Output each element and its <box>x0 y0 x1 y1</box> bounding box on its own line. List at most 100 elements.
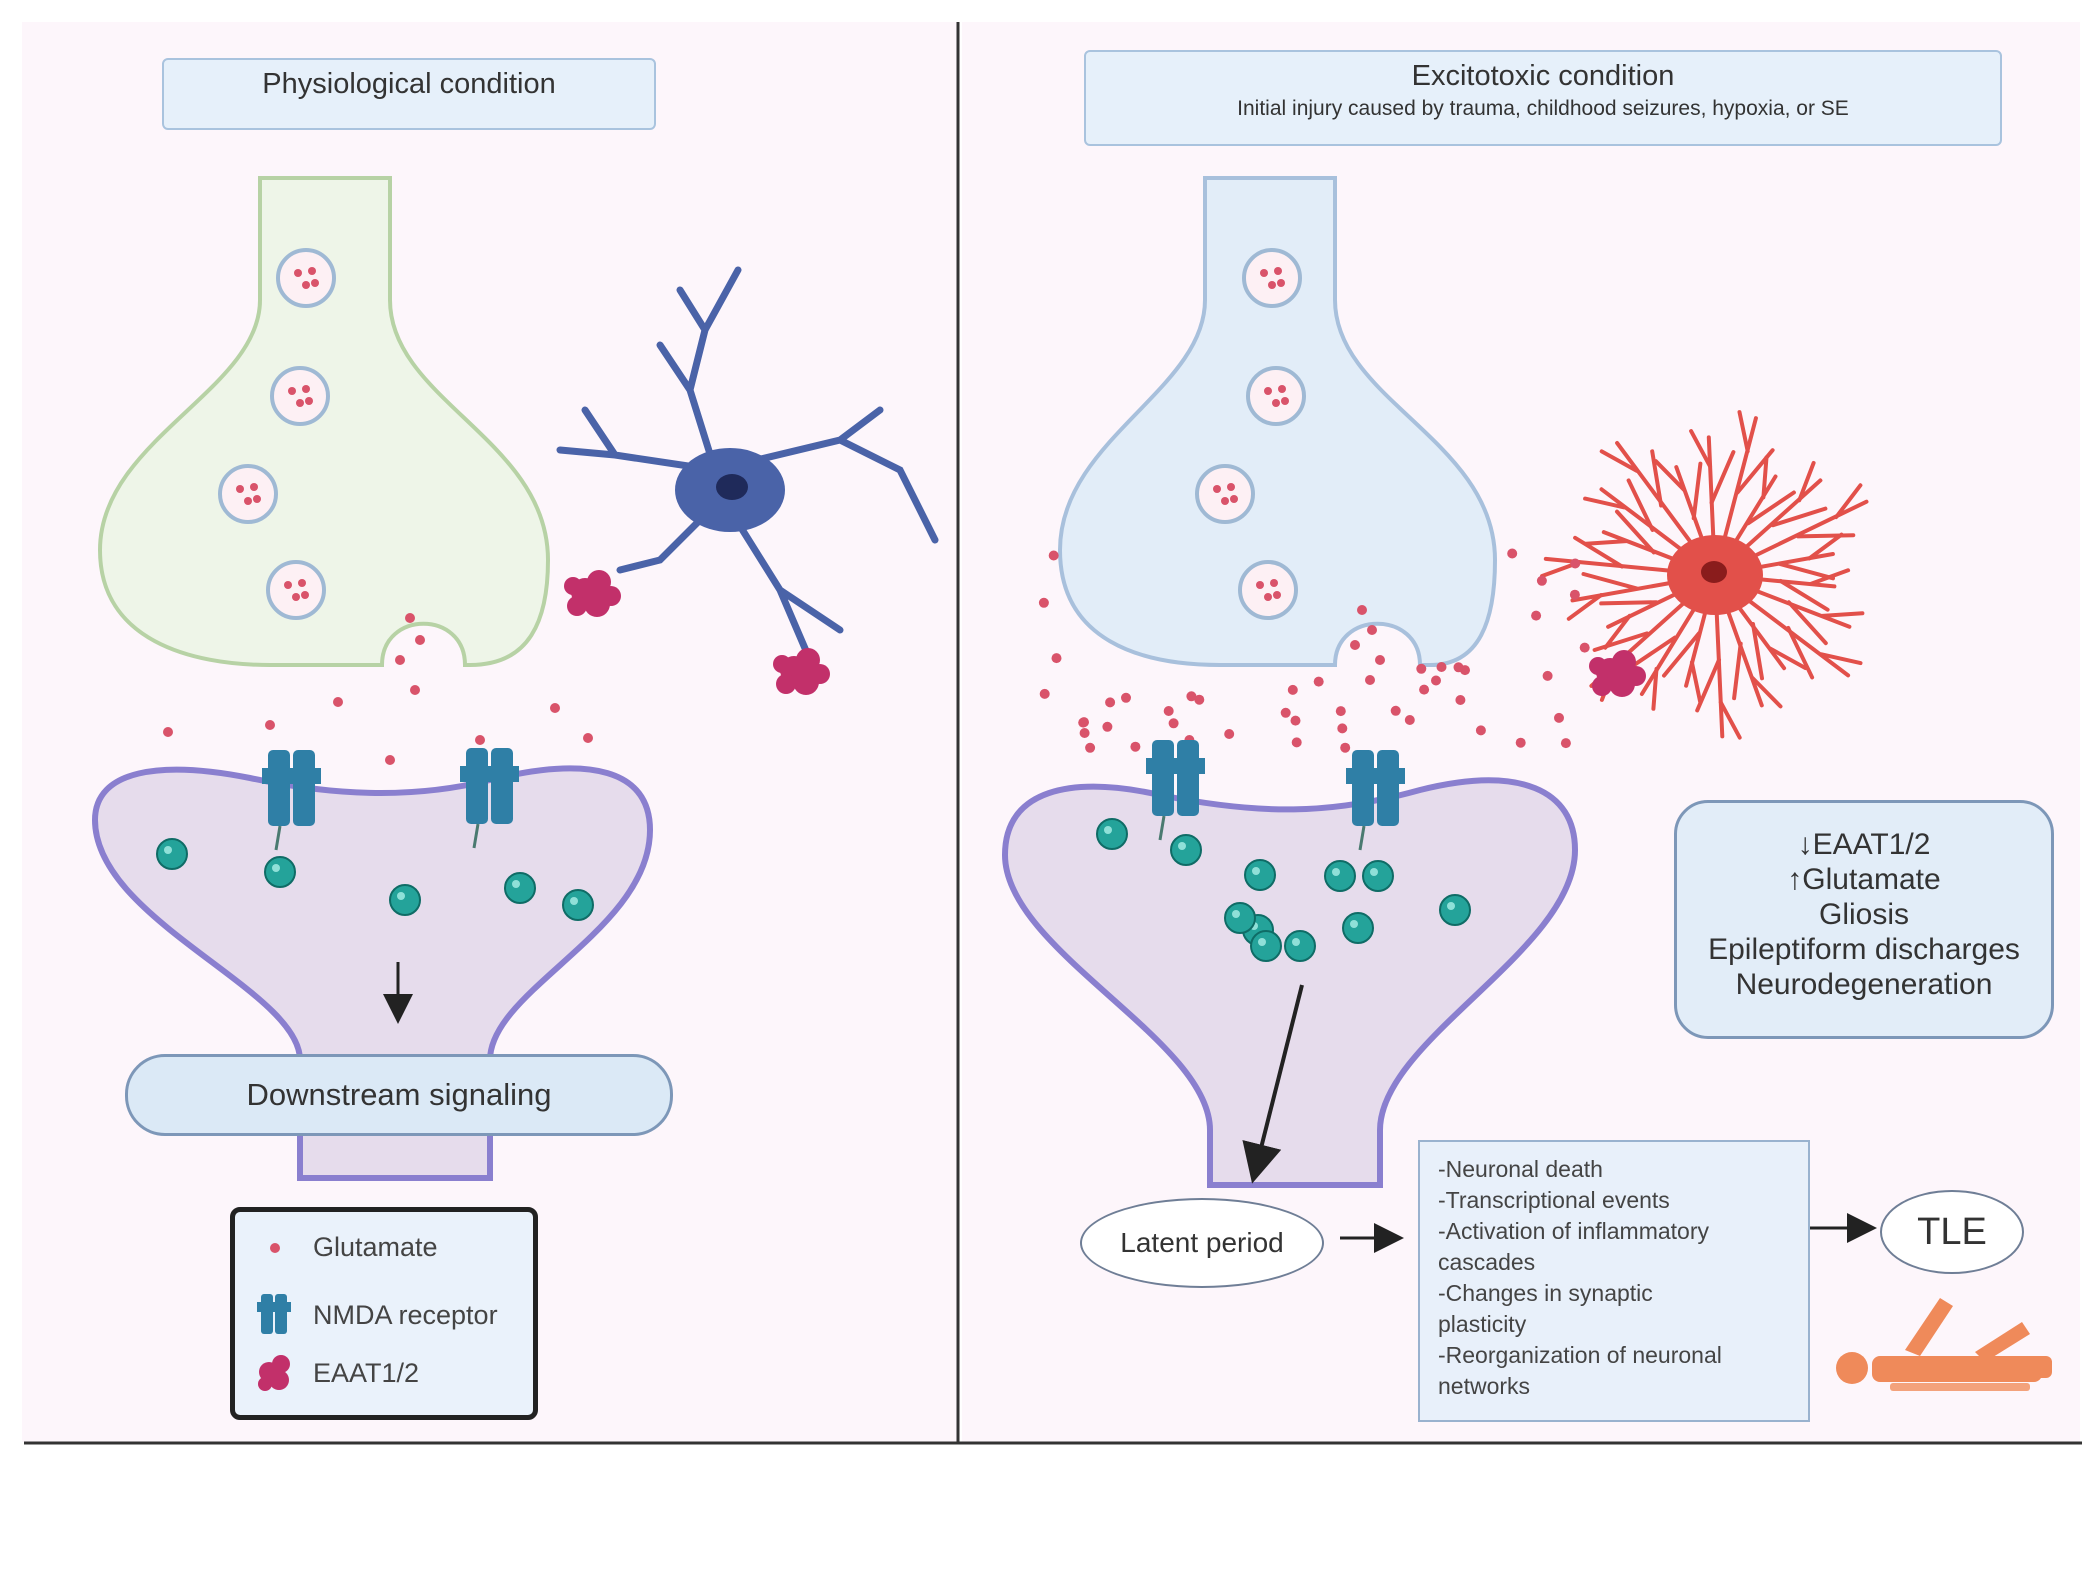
nmda-receptor-band <box>460 766 519 782</box>
glutamate-dot <box>1531 610 1542 621</box>
glutamate-dot <box>1350 640 1360 650</box>
glutamate-dot <box>284 581 292 589</box>
nmda-receptor-subunit <box>293 750 315 826</box>
glutamate-dot <box>1048 550 1059 561</box>
astrocyte-process <box>1786 600 1828 646</box>
glutamate-dot <box>288 387 296 395</box>
calcium-ion <box>1250 930 1282 962</box>
astrocyte-process <box>1737 410 1750 454</box>
glutamate-dot <box>1431 675 1441 686</box>
effect-epileptiform: Epileptiform discharges <box>1708 933 2020 966</box>
astrocyte-process <box>1581 572 1639 591</box>
glutamate-dot <box>1038 597 1049 608</box>
glutamate-dot <box>1515 737 1526 748</box>
glutamate-dot <box>250 483 258 491</box>
astrocyte-process <box>1627 635 1677 671</box>
glutamate-dot <box>1278 385 1286 393</box>
glutamate-dot <box>395 655 405 665</box>
calcium-ion <box>156 838 188 870</box>
glutamate-dot <box>308 267 316 275</box>
astrocyte-process <box>1786 625 1815 680</box>
glutamate-dot <box>1186 691 1197 702</box>
glutamate-dot <box>311 279 319 287</box>
glutamate-dot <box>1290 715 1301 726</box>
left-panel-background <box>22 22 957 1442</box>
legend-row-glutamate: Glutamate <box>313 1232 438 1263</box>
astrocyte-process <box>1689 660 1703 704</box>
astrocyte-process <box>1626 478 1655 532</box>
glutamate-dot <box>410 685 420 695</box>
glutamate-dot <box>405 613 415 623</box>
calcium-ion <box>1244 859 1276 891</box>
glutamate-dot <box>1357 605 1367 615</box>
calcium-ion <box>562 889 594 921</box>
glutamate-dot <box>1163 706 1174 716</box>
glutamate-dot <box>1194 694 1205 705</box>
glutamate-dot <box>1291 737 1302 748</box>
glutamate-dot <box>305 397 313 405</box>
nmda-receptor-subunit <box>491 748 513 824</box>
eaat-cluster <box>773 648 830 695</box>
eaat-unit <box>776 674 796 694</box>
astrocyte-process <box>1797 461 1816 503</box>
astrocyte-process <box>1751 622 1764 681</box>
right-panel-title: Excitotoxic condition <box>1411 60 1675 92</box>
astrocyte-process <box>1662 631 1702 678</box>
consequence-item: -Reorganization of neuronal <box>1438 1342 1722 1368</box>
downstream-signaling-label: Downstream signaling <box>125 1054 673 1136</box>
calcium-ion-highlight <box>397 892 405 900</box>
glutamate-dot <box>1085 742 1096 753</box>
glutamate-dot <box>1273 591 1281 599</box>
calcium-ion <box>1170 834 1202 866</box>
legend-eaat-label: EAAT1/2 <box>313 1358 420 1388</box>
glutamate-dot <box>1277 279 1285 287</box>
astrocyte-process <box>1566 593 1603 621</box>
calcium-ion-highlight <box>1178 842 1186 850</box>
consequence-item: -Transcriptional events <box>1438 1187 1670 1213</box>
calcium-ion-highlight <box>1447 902 1455 910</box>
eaat-unit <box>773 655 791 673</box>
glutamate-dot <box>1264 593 1272 601</box>
glutamate-dot <box>1419 684 1430 695</box>
glutamate-dot <box>244 497 252 505</box>
tle-label: TLE <box>1917 1211 1987 1253</box>
nmda-receptor-channel <box>274 825 282 851</box>
glutamate-dot <box>1079 728 1090 738</box>
calcium-ion-highlight <box>512 880 520 888</box>
right-panel-title-box: Excitotoxic condition Initial injury cau… <box>1084 50 2002 146</box>
glutamate-dot <box>1221 497 1229 505</box>
calcium-ion-highlight <box>164 846 172 854</box>
glutamate-dot <box>1507 548 1518 559</box>
legend-row-eaat: EAAT1/2 <box>313 1358 419 1389</box>
nmda-receptor-band <box>1146 758 1205 774</box>
postsynaptic-spine-right <box>1001 777 1579 1188</box>
glutamate-dot <box>1365 675 1375 685</box>
calcium-ion <box>1439 894 1471 926</box>
latent-consequences-box: -Neuronal death -Transcriptional events … <box>1418 1140 1810 1422</box>
glutamate-dot <box>1268 281 1276 289</box>
eaat-unit <box>810 664 830 684</box>
glutamate-dot <box>302 385 310 393</box>
calcium-ion <box>264 856 296 888</box>
glutamate-dot <box>301 591 309 599</box>
glutamate-dot <box>333 697 343 707</box>
astrocyte-process <box>1778 579 1830 612</box>
eaat-unit <box>601 586 621 606</box>
consequence-item: -Changes in synaptic <box>1438 1280 1653 1306</box>
left-panel-title: Physiological condition <box>262 68 556 100</box>
legend-symbols <box>257 1243 291 1391</box>
calcium-ion-highlight <box>570 897 578 905</box>
glutamate-dot <box>415 635 425 645</box>
astrocyte-process <box>1584 539 1628 546</box>
glutamate-dot <box>1224 729 1235 739</box>
glutamate-dot <box>1560 738 1571 749</box>
vesicles-right <box>1195 248 1306 620</box>
consequence-item: cascades <box>1438 1249 1536 1275</box>
effect-neurodegeneration: Neurodegeneration <box>1735 968 1993 1001</box>
latent-period-node: Latent period <box>1080 1198 1324 1288</box>
astrocyte-process <box>1689 429 1712 469</box>
glutamate-dot <box>1569 589 1580 600</box>
glutamate-dot <box>1272 399 1280 407</box>
eaat-unit <box>1592 676 1612 696</box>
glutamate-dot <box>1274 267 1282 275</box>
